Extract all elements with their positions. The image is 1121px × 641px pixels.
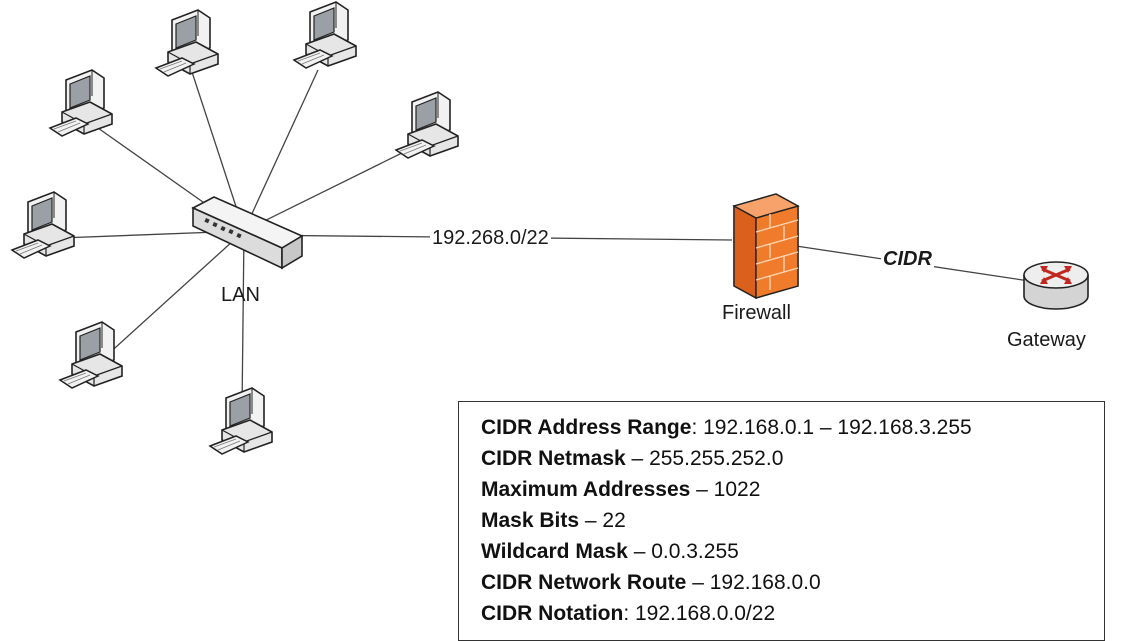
workstation-icon — [59, 321, 123, 389]
workstation-icon — [155, 9, 219, 77]
lan-label: LAN — [221, 284, 260, 306]
info-row-address-range: CIDR Address Range: 192.168.0.1 – 192.16… — [481, 412, 1104, 443]
info-value: 1022 — [713, 478, 761, 501]
info-row-notation: CIDR Notation: 192.168.0.0/22 — [481, 598, 1104, 629]
firewall-label: Firewall — [722, 302, 791, 324]
switch-icon — [191, 196, 304, 270]
info-row-mask-bits: Mask Bits – 22 — [481, 505, 1104, 536]
info-value: 22 — [602, 509, 626, 532]
info-sep: – — [686, 571, 710, 594]
info-key: CIDR Notation — [481, 602, 624, 625]
info-key: CIDR Netmask — [481, 447, 626, 470]
info-value: 0.0.3.255 — [651, 540, 739, 563]
info-sep: – — [625, 447, 650, 470]
subnet-label: 192.268.0/22 — [430, 227, 551, 250]
info-key: Wildcard Mask — [481, 540, 628, 563]
info-sep: : — [691, 416, 704, 439]
workstation-icon — [209, 387, 273, 455]
cidr-link-label: CIDR — [881, 248, 934, 271]
info-value: 192.168.0.0/22 — [635, 602, 776, 625]
cidr-info-box: CIDR Address Range: 192.168.0.1 – 192.16… — [458, 401, 1105, 641]
info-sep: – — [579, 509, 603, 532]
workstation-icon — [11, 191, 75, 259]
info-sep: – — [690, 478, 714, 501]
info-value: 255.255.252.0 — [649, 447, 784, 470]
firewall-icon — [732, 193, 800, 300]
workstation-icon — [395, 91, 459, 159]
workstation-icon — [49, 69, 113, 137]
info-sep: : — [623, 602, 635, 625]
info-key: CIDR Network Route — [481, 571, 687, 594]
gateway-label: Gateway — [1007, 329, 1086, 351]
info-row-wildcard-mask: Wildcard Mask – 0.0.3.255 — [481, 536, 1104, 567]
workstation-icon — [293, 1, 357, 69]
info-sep: – — [627, 540, 652, 563]
info-key: Mask Bits — [481, 509, 580, 532]
info-row-netmask: CIDR Netmask – 255.255.252.0 — [481, 443, 1104, 474]
info-key: CIDR Address Range — [481, 416, 692, 439]
info-value: 192.168.0.1 – 192.168.3.255 — [703, 416, 972, 439]
router-icon — [1023, 261, 1089, 310]
info-row-max-addresses: Maximum Addresses – 1022 — [481, 474, 1104, 505]
info-value: 192.168.0.0 — [709, 571, 821, 594]
info-row-network-route: CIDR Network Route – 192.168.0.0 — [481, 567, 1104, 598]
info-key: Maximum Addresses — [481, 478, 691, 501]
